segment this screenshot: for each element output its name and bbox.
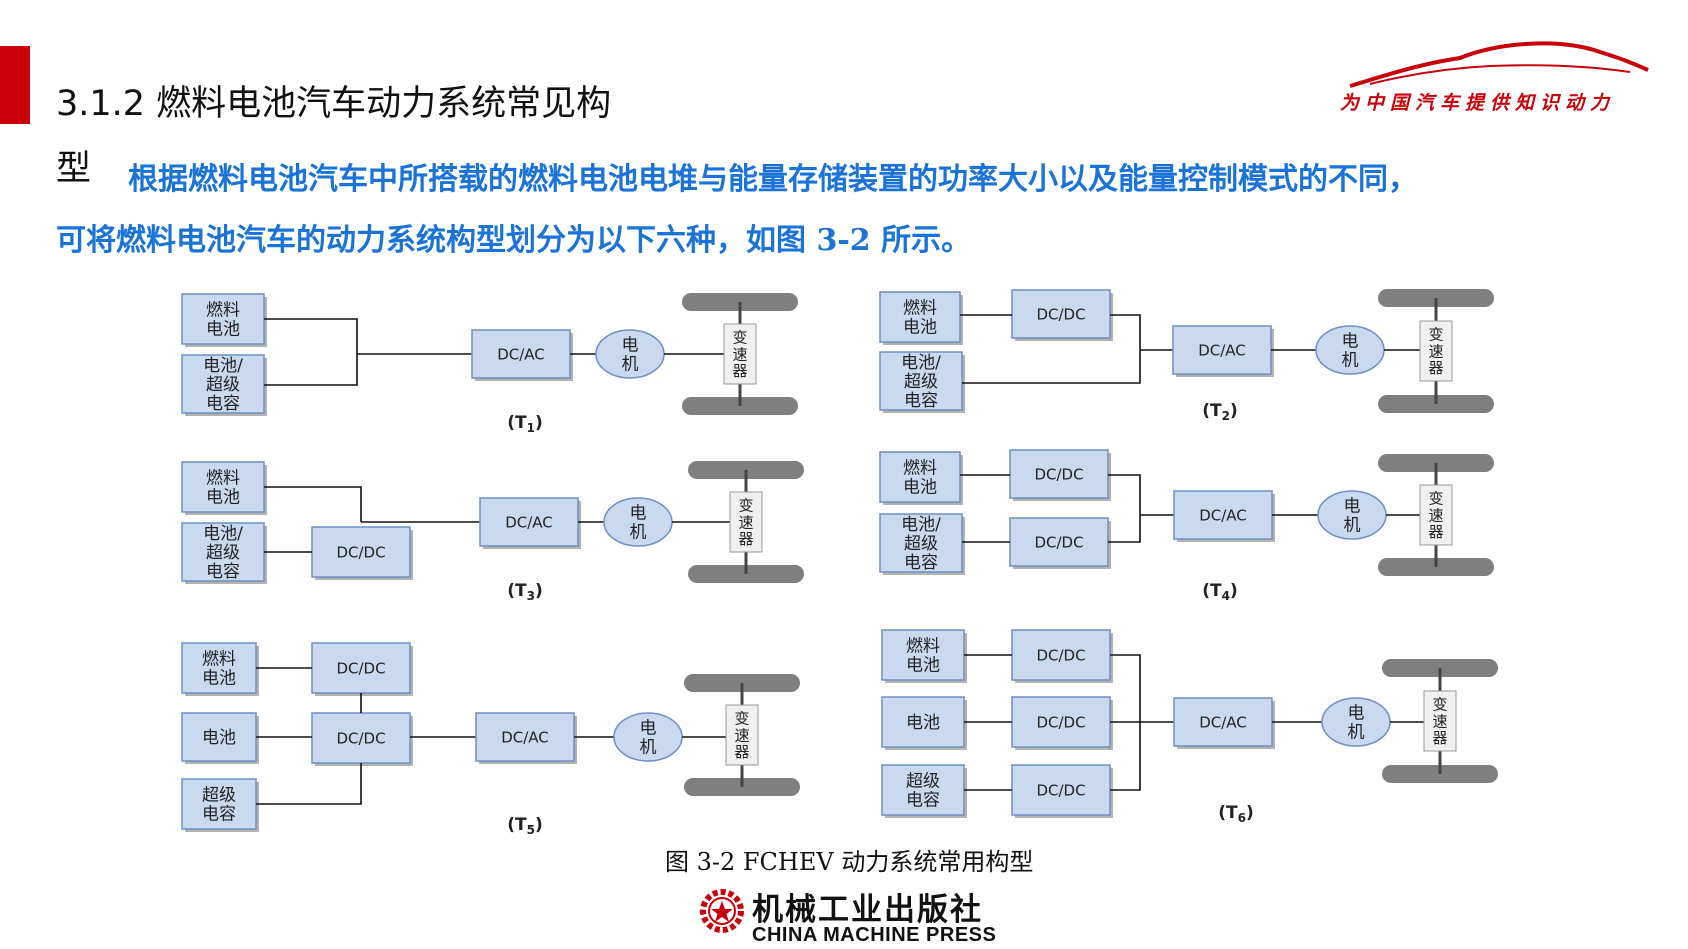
t3-dcdc-label: DC/DC [336,543,385,561]
t1-dcac-label: DC/AC [497,345,545,363]
t4-tag: (T4) [1202,581,1238,603]
t1-drive-gearbox [723,323,757,385]
t6-motor-label: 电机 [1348,704,1365,743]
t3-drive-gearbox-label: 变速器 [738,497,753,549]
t4-drive-gearbox [1419,484,1453,546]
t2-tag: (T2) [1202,401,1238,423]
publisher-gear-icon [700,889,744,933]
t4-dcdc-bottom-label: DC/DC [1034,533,1083,551]
publisher-name-en: CHINA MACHINE PRESS [752,924,997,946]
t2-dcac [1172,325,1272,375]
t4-dcac [1173,490,1273,540]
t1-motor-label: 电机 [622,336,639,375]
t2-fuel-cell [879,291,961,343]
section-title: 3.1.2 燃料电池汽车动力系统常见构 [56,84,612,124]
t6-battery [881,696,965,748]
t3-fuel-cell-label: 燃料电池 [206,469,240,508]
t2-battery-supercap [879,351,963,411]
t5-dcdc-bottom [311,712,411,764]
t6-supercap-label: 超级电容 [906,772,940,811]
figure-caption: 图 3-2 FCHEV 动力系统常用构型 [665,848,1034,876]
t4-battery-supercap [879,513,963,573]
intro-line-1: 根据燃料电池汽车中所搭载的燃料电池电堆与能量存储装置的功率大小以及能量控制模式的… [128,162,1418,197]
t4-fuel-cell-label: 燃料电池 [903,459,937,498]
connector-line [256,763,362,805]
t5-tag: (T5) [507,815,543,837]
t5-fuel-cell-label: 燃料电池 [202,650,236,689]
t3-drive-gearbox [729,491,763,553]
t6-dcdc-1-label: DC/DC [1036,646,1085,664]
car-logo-icon [1349,41,1649,88]
t2-drive-gearbox [1419,320,1453,382]
t4-dcdc-bottom [1009,517,1109,567]
accent-bar [0,46,30,124]
t3-dcac [479,497,579,547]
t3-dcac-label: DC/AC [505,513,553,531]
connector-line [1108,474,1141,543]
t3-tag: (T3) [507,581,543,603]
publisher-name-cn: 机械工业出版社 [752,892,983,928]
t1-battery-supercap-label: 电池/超级电容 [203,356,243,414]
t2-dcac-label: DC/AC [1198,341,1246,359]
t2-dcdc [1011,289,1111,339]
t3-dcdc [311,526,411,578]
t5-supercap [181,778,257,830]
t4-dcdc-top [1009,449,1109,499]
brand-slogan: 为中国汽车提供知识动力 [1340,92,1616,114]
t5-drive-gearbox-label: 变速器 [734,710,749,762]
t4-dcac-label: DC/AC [1199,506,1247,524]
t6-fuel-cell [881,629,965,681]
t4-drive-gearbox-label: 变速器 [1428,490,1443,542]
t5-motor-label: 电机 [640,719,657,758]
t1-tag: (T1) [507,413,543,435]
t5-supercap-label: 超级电容 [202,786,236,825]
t1-fuel-cell-label: 燃料电池 [206,301,240,340]
t2-battery-supercap-label: 电池/超级电容 [901,353,941,411]
t2-drive-gearbox-label: 变速器 [1428,326,1443,378]
t5-dcdc-top-label: DC/DC [336,659,385,677]
t6-dcdc-2-label: DC/DC [1036,713,1085,731]
t1-battery-supercap [181,354,265,414]
t4-battery-supercap-label: 电池/超级电容 [901,515,941,573]
connector-line [264,318,358,386]
t5-drive-gearbox [725,704,759,766]
t3-battery-supercap [181,522,265,582]
t6-battery-label: 电池 [906,713,940,733]
section-title-continued: 型 [56,149,92,189]
t5-dcac-label: DC/AC [501,728,549,746]
t6-dcdc-3-label: DC/DC [1036,781,1085,799]
t6-dcac [1173,697,1273,747]
t6-dcdc-2 [1011,696,1111,748]
t6-tag: (T6) [1218,803,1254,825]
t4-motor-label: 电机 [1344,497,1361,536]
t2-dcdc-label: DC/DC [1036,305,1085,323]
connector-line [264,486,362,522]
t6-drive-gearbox-label: 变速器 [1432,696,1447,748]
t5-dcdc-bottom-label: DC/DC [336,729,385,747]
connector-line [962,314,1141,384]
t3-battery-supercap-label: 电池/超级电容 [203,524,243,582]
t3-fuel-cell [181,461,265,513]
t5-fuel-cell [181,642,257,694]
t2-motor-label: 电机 [1342,332,1359,371]
t1-fuel-cell [181,293,265,345]
t5-dcdc-top [311,642,411,694]
t3-motor-label: 电机 [630,504,647,543]
t6-fuel-cell-label: 燃料电池 [906,637,940,676]
t1-drive-gearbox-label: 变速器 [732,329,747,381]
t6-dcac-label: DC/AC [1199,713,1247,731]
intro-line-2: 可将燃料电池汽车的动力系统构型划分为以下六种，如图 3-2 所示。 [56,223,972,258]
t5-battery-label: 电池 [202,728,236,748]
t4-fuel-cell [879,451,961,503]
t4-dcdc-top-label: DC/DC [1034,465,1083,483]
t2-fuel-cell-label: 燃料电池 [903,299,937,338]
t6-drive-gearbox [1423,690,1457,752]
